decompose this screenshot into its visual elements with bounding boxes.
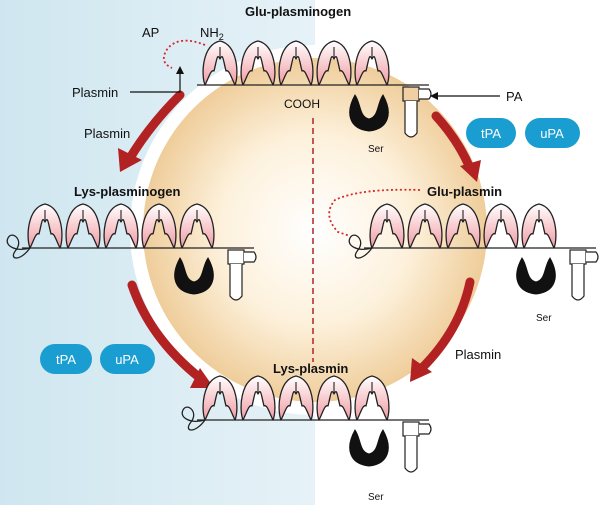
kringle-loop-icon <box>27 203 63 249</box>
upa-pill-top: uPA <box>525 118 580 148</box>
protease-chain-bar <box>402 421 432 473</box>
lys-plasmin-title: Lys-plasmin <box>273 361 348 376</box>
serine-protease-icon <box>349 94 389 132</box>
ser-label-glu-plasmin: Ser <box>536 313 552 324</box>
cooh-label: COOH <box>284 97 320 111</box>
arrow-head-2 <box>460 160 481 182</box>
lys-plasmin-molecule <box>181 375 432 473</box>
kringle-loop-icon <box>278 40 314 86</box>
kringle-loop-icon <box>103 203 139 249</box>
lys-plasminogen-title: Lys-plasminogen <box>74 184 180 199</box>
n-terminal-loop <box>6 234 31 259</box>
plasmin-pointer-arrowhead <box>176 66 184 74</box>
nh2-label: NH2 <box>200 25 224 42</box>
glu-plasmin-molecule <box>348 203 599 301</box>
svg-text:tPA: tPA <box>56 352 76 367</box>
glu-plasmin-chain <box>328 188 421 237</box>
arrow-head-3 <box>190 368 214 388</box>
ser-label-glu-plasminogen: Ser <box>368 144 384 155</box>
serine-protease-icon <box>174 257 214 295</box>
serine-protease-icon <box>349 429 389 467</box>
n-terminal-loop <box>348 234 373 259</box>
glu-plasminogen-title: Glu-plasminogen <box>245 4 351 19</box>
arrow-lys-plasminogen-to-lys-plasmin <box>127 280 205 383</box>
tpa-pill-left: tPA <box>40 344 92 374</box>
kringle-loop-icon <box>278 375 314 421</box>
kringle-loop-icon <box>202 40 238 86</box>
kringle-loop-icon <box>369 203 405 249</box>
kringle-loop-icon <box>65 203 101 249</box>
arrow-head-4 <box>410 358 432 382</box>
plasmin-arrow-label-right: Plasmin <box>455 347 501 362</box>
plasmin-pointer-line <box>130 72 181 93</box>
kringle-loop-icon <box>179 203 215 249</box>
kringle-loop-icon <box>202 375 238 421</box>
kringle-loop-icon <box>240 40 276 86</box>
kringle-loop-icon <box>141 203 177 249</box>
kringle-loop-icon <box>483 203 519 249</box>
protease-chain-bar <box>569 249 599 301</box>
protease-chain-bar <box>227 249 257 301</box>
plasmin-cleavage-label: Plasmin <box>72 85 118 100</box>
kringle-loop-icon <box>407 203 443 249</box>
pa-pointer-arrowhead <box>430 92 438 100</box>
protease-chain-bar <box>402 86 432 138</box>
kringle-loop-icon <box>316 40 352 86</box>
tpa-pill-top: tPA <box>466 118 516 148</box>
glu-plasminogen-molecule <box>197 40 432 138</box>
n-terminal-loop <box>181 406 206 431</box>
ap-label: AP <box>142 25 159 40</box>
kringle-loop-icon <box>354 375 390 421</box>
svg-text:uPA: uPA <box>115 352 139 367</box>
arrow-head-1 <box>118 148 142 172</box>
glu-plasmin-title: Glu-plasmin <box>427 184 502 199</box>
kringle-loop-icon <box>354 40 390 86</box>
kringle-loop-icon <box>316 375 352 421</box>
plasmin-arrow-label-left: Plasmin <box>84 126 130 141</box>
fibrin-sphere <box>143 58 487 402</box>
activation-peptide-chain <box>162 39 206 69</box>
kringle-loop-icon <box>240 375 276 421</box>
serine-protease-icon <box>516 257 556 295</box>
upa-pill-left: uPA <box>100 344 155 374</box>
lys-plasminogen-molecule <box>6 203 257 301</box>
kringle-loop-icon <box>445 203 481 249</box>
kringle-loop-icon <box>521 203 557 249</box>
svg-text:tPA: tPA <box>481 126 501 141</box>
svg-text:uPA: uPA <box>540 126 564 141</box>
arrow-glu-plasminogen-to-lys-plasminogen <box>125 90 185 163</box>
pa-label: PA <box>506 89 523 104</box>
arrow-glu-plasminogen-to-glu-plasmin <box>431 111 475 173</box>
ser-label-lys-plasmin: Ser <box>368 492 384 503</box>
arrow-glu-plasmin-to-lys-plasmin <box>417 277 475 373</box>
